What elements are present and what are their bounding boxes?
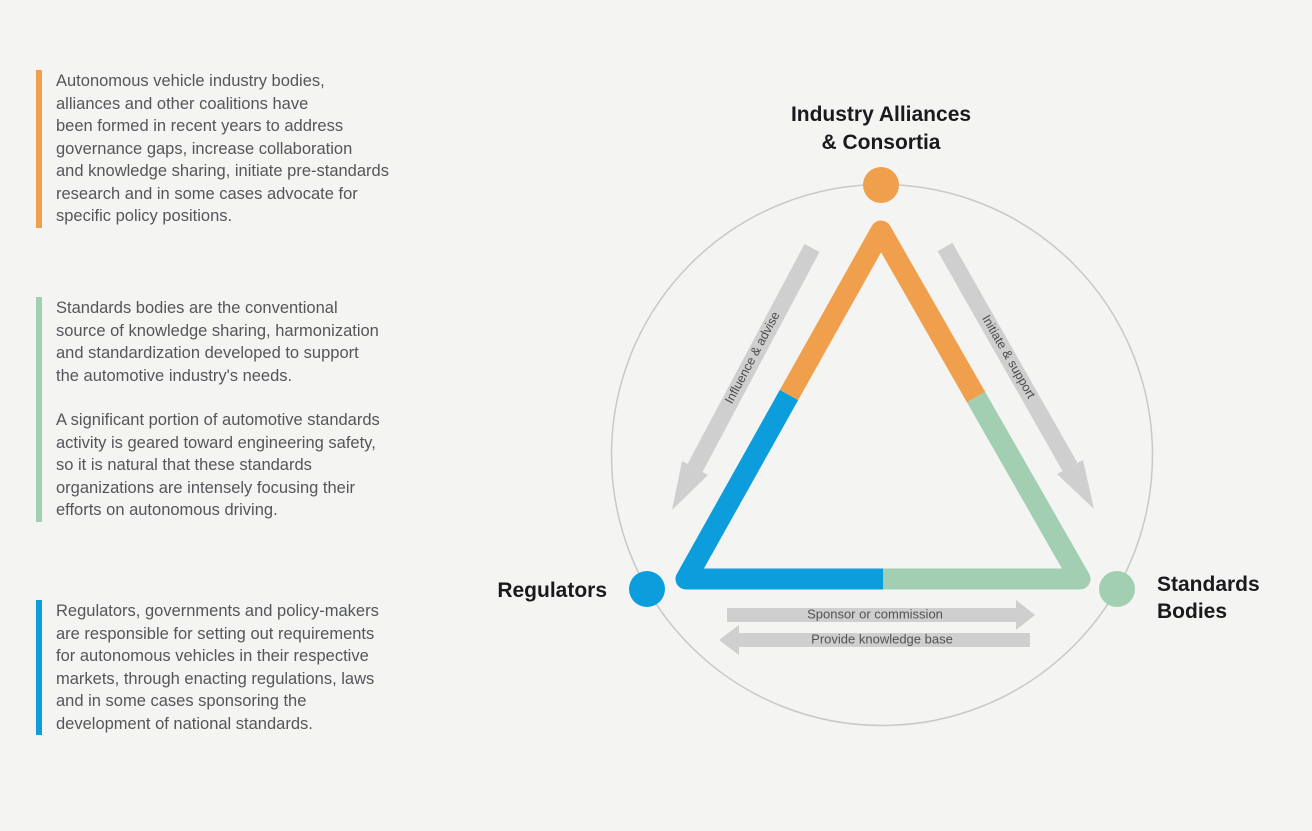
arrowhead-down-right-icon xyxy=(1057,460,1094,509)
node-regulators xyxy=(629,571,665,607)
governance-triangle-diagram: Influence & advise Initiate & support Sp… xyxy=(610,167,1154,727)
arrow-influence-advise-label: Influence & advise xyxy=(722,309,782,406)
arrow-provide-knowledge-base: Provide knowledge base xyxy=(719,625,1030,655)
text-block-regulators: Regulators, governments and policy-maker… xyxy=(36,600,466,735)
node-standards-bodies xyxy=(1099,571,1135,607)
arrow-sponsor-commission: Sponsor or commission xyxy=(727,600,1035,630)
arrow-sponsor-commission-label: Sponsor or commission xyxy=(807,606,943,621)
arrowhead-right-icon xyxy=(1016,600,1035,630)
node-label-standards-bodies: Standards Bodies xyxy=(1157,573,1260,623)
triangle-edge-standards xyxy=(883,391,1091,590)
arrowhead-down-left-icon xyxy=(672,461,708,510)
arrow-provide-knowledge-base-label: Provide knowledge base xyxy=(811,631,953,646)
paragraph-standards-bodies-1: Standards bodies are the conventional so… xyxy=(56,299,379,385)
paragraph-standards-bodies-2: A significant portion of automotive stan… xyxy=(56,411,380,519)
arrow-initiate-support-label: Initiate & support xyxy=(979,313,1038,402)
text-block-industry-alliances: Autonomous vehicle industry bodies, alli… xyxy=(36,70,466,228)
paragraph-industry-alliances: Autonomous vehicle industry bodies, alli… xyxy=(56,72,389,225)
node-label-industry-alliances: Industry Alliances & Consortia xyxy=(790,103,972,154)
triangle-edge-alliances xyxy=(779,220,986,403)
node-industry-alliances xyxy=(863,167,899,203)
paragraph-regulators: Regulators, governments and policy-maker… xyxy=(56,602,379,733)
node-label-regulators: Regulators xyxy=(497,579,607,602)
arrowhead-left-icon xyxy=(719,625,739,655)
text-block-standards-bodies: Standards bodies are the conventional so… xyxy=(36,297,466,522)
triangle-edge-regulators xyxy=(675,389,883,590)
